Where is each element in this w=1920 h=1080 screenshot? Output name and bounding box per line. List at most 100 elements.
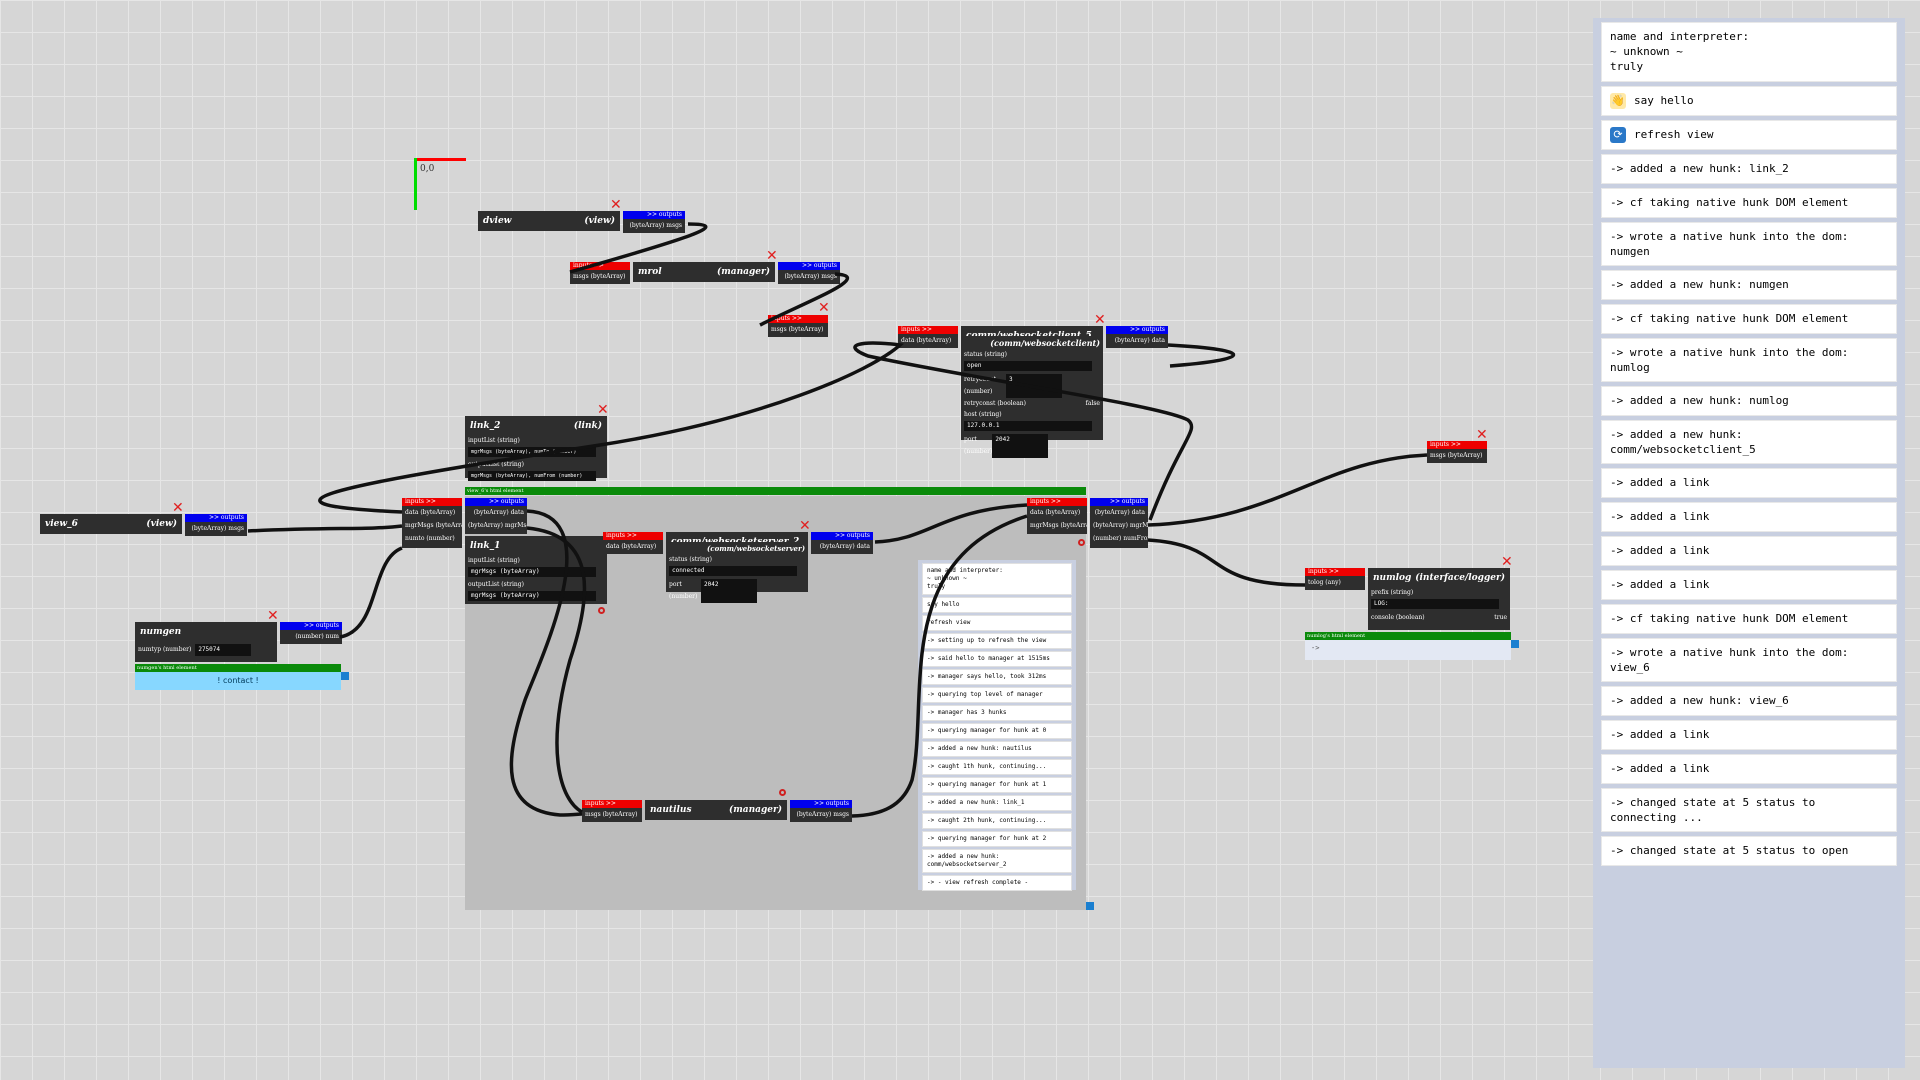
numgen-resize-handle[interactable] [341,672,349,680]
field-label: outputList (string) [468,581,524,588]
status-field[interactable]: connected [669,566,798,576]
log-entry-label: -> wrote a native hunk into the dom: vie… [1610,646,1849,674]
hunk-title-bar[interactable]: numlog(interface/logger) [1368,568,1510,588]
input-port-tolog[interactable]: inputs >>tolog (any) [1305,568,1365,590]
link-endpoint-marker[interactable] [1078,539,1085,546]
hunk-name: view_6 [45,519,78,529]
output-header: >> outputs [465,498,527,506]
close-icon[interactable]: ✕ [1501,554,1513,570]
output-port-msgs[interactable]: >> outputs(byteArray) msgs [778,262,840,284]
status-field[interactable]: open [964,361,1093,371]
numgen-html-bar: numgen's html element [135,664,341,672]
view-6-resize-handle[interactable] [1086,902,1094,910]
mini-log-entry: -> querying manager for hunk at 0 [922,723,1072,739]
input-port-group[interactable]: inputs >> data (byteArray) mgrMsgs (byte… [402,498,462,548]
hunk-title-bar[interactable]: view_6(view) [40,514,182,534]
hunk-body: inputList (string) mgrMsgs (byteArray) o… [465,554,607,604]
port-field[interactable]: 2042 [701,579,757,603]
input-header: inputs >> [603,532,663,540]
hunk-title-bar[interactable]: dview(view) [478,211,620,231]
refresh-view-button-label: refresh view [1634,128,1714,141]
input-header: inputs >> [1305,568,1365,576]
field-label: console (boolean) [1371,614,1425,621]
log-entry: -> added a link [1601,468,1897,498]
hunk-title-bar[interactable]: nautilus(manager) [645,800,787,820]
port-field[interactable]: 2042 [992,434,1049,458]
output-port-num[interactable]: >> outputs(number) num [280,622,342,644]
field-label: inputList (string) [468,557,520,564]
close-icon[interactable]: ✕ [766,248,778,264]
port-label: (number) numFrom [1093,535,1148,542]
link-5-input-group[interactable]: inputs >> data (byteArray) mgrMsgs (byte… [1027,498,1087,534]
field-row: numtyp (number)275074 [138,644,274,656]
numlog-resize-handle[interactable] [1511,640,1519,648]
hunk-title-bar[interactable]: numgen(interface/number) [135,622,277,657]
close-icon[interactable]: ✕ [818,300,830,316]
hunk-title-bar[interactable]: link_2(link) [465,416,607,436]
mini-log-entry: -> querying manager for hunk at 2 [922,831,1072,847]
input-port-data[interactable]: inputs >> data (byteArray) [603,532,663,554]
orphan-input-port-msgs[interactable]: inputs >>msgs (byteArray) [768,315,828,337]
side-log-panel[interactable]: name and interpreter: ~ unknown ~ truly 👋… [1593,18,1905,1068]
input-header: inputs >> [898,326,958,334]
link-endpoint-marker[interactable] [779,789,786,796]
mini-refresh-view-button[interactable]: refresh view [922,615,1072,631]
graph-canvas[interactable]: 0,0 view_6's html element dview(view) >>… [0,0,1590,1080]
refresh-view-button[interactable]: ⟳ refresh view [1601,120,1897,150]
output-port-data[interactable]: >> outputs(byteArray) data [1106,326,1168,348]
output-header: >> outputs [280,622,342,630]
mini-log-entry: -> querying manager for hunk at 1 [922,777,1072,793]
numlog-html-bar: numlog's html element [1305,632,1511,640]
orphan-input-port-msgs[interactable]: inputs >>msgs (byteArray) [1427,441,1487,463]
close-icon[interactable]: ✕ [1476,427,1488,443]
input-header: inputs >> [768,315,828,323]
origin-y-axis [414,158,417,210]
port-label: data (byteArray) [606,543,657,550]
field-label: port (number) [669,581,698,600]
close-icon[interactable]: ✕ [610,197,622,213]
close-icon[interactable]: ✕ [172,500,184,516]
refresh-icon: ⟳ [1610,127,1626,143]
port-label: (byteArray) data [1114,337,1165,344]
input-port-msgs[interactable]: inputs >>msgs (byteArray) [582,800,642,822]
contact-button[interactable]: ! contact ! [135,672,341,690]
output-port-data[interactable]: >> outputs(byteArray) data [811,532,873,554]
outputlist-field[interactable]: mgrMsgs (byteArray), numFrom (number) [468,471,597,481]
log-header: name and interpreter: ~ unknown ~ truly [1601,22,1897,82]
close-icon[interactable]: ✕ [1094,312,1106,328]
output-header: >> outputs [1090,498,1148,506]
inputlist-field[interactable]: mgrMsgs (byteArray) [468,567,597,577]
close-icon[interactable]: ✕ [597,402,609,418]
inputlist-field[interactable]: mgrMsgs (byteArray), numTo (number) [468,447,597,457]
port-label: (byteArray) msgs [796,811,849,818]
log-entry-label: -> added a link [1610,578,1710,591]
input-port-data[interactable]: inputs >>data (byteArray) [898,326,958,348]
say-hello-button[interactable]: 👋say hello [1601,86,1897,116]
link-5-output-group[interactable]: >> outputs (byteArray) data (byteArray) … [1090,498,1148,548]
close-icon[interactable]: ✕ [799,518,811,534]
field-row: port (number)2042 [669,579,805,603]
link-endpoint-marker[interactable] [598,607,605,614]
prefix-field[interactable]: LOG: [1371,599,1500,609]
outputlist-field[interactable]: mgrMsgs (byteArray) [468,591,597,601]
origin-x-axis [414,158,466,161]
log-entry-label: -> added a new hunk: numgen [1610,278,1789,291]
output-port-group[interactable]: >> outputs (byteArray) data (byteArray) … [465,498,527,534]
numlog-output-display: -> [1305,640,1511,660]
hunk-title-bar[interactable]: mrol(manager) [633,262,775,282]
numtyp-field[interactable]: 275074 [195,644,252,656]
retrycount-field[interactable]: 3 [1006,374,1062,398]
output-port-msgs[interactable]: >> outputs(byteArray) msgs [790,800,852,822]
mini-say-hello-button[interactable]: say hello [922,597,1072,613]
field-label: status (string) [669,556,712,563]
retryconst-value[interactable]: false [1085,400,1100,407]
hunk-title-bar[interactable]: link_1 [465,536,607,556]
port-label: (byteArray) data [819,543,870,550]
console-value[interactable]: true [1494,614,1507,621]
output-port-msgs[interactable]: >> outputs(byteArray) msgs [185,514,247,536]
input-port-msgs[interactable]: inputs >>msgs (byteArray) [570,262,630,284]
output-port-msgs[interactable]: >> outputs(byteArray) msgs [623,211,685,233]
host-field[interactable]: 127.0.0.1 [964,421,1093,431]
close-icon[interactable]: ✕ [267,608,279,624]
